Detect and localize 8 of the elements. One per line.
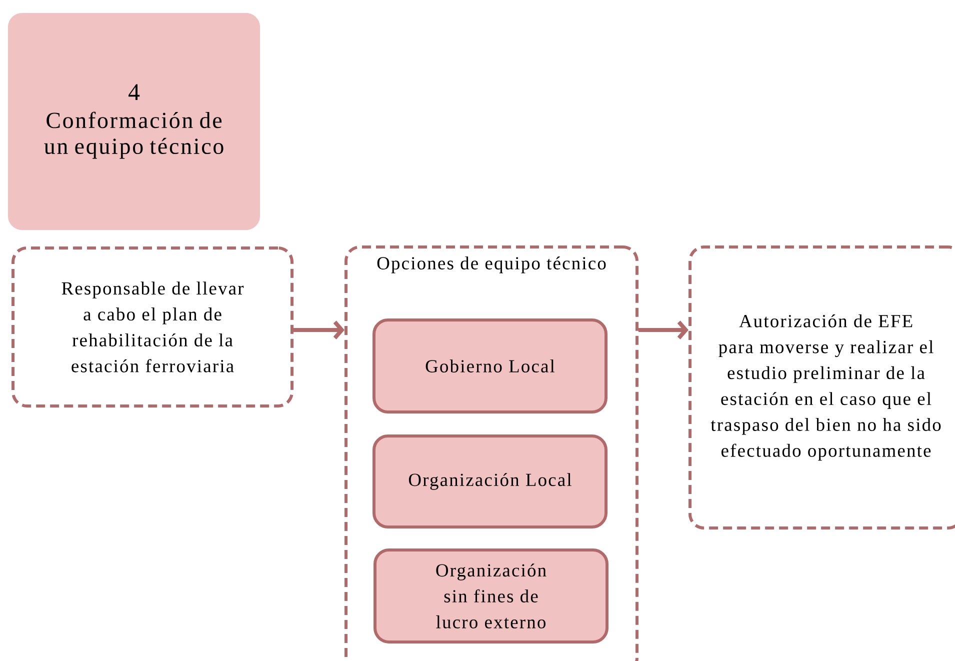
step-header-box: 4 Conformación de un equipo técnico <box>8 13 260 230</box>
arrow <box>638 320 688 340</box>
text-box: Autorización de EFE para moverse y realizar el estudio preliminar de la estación en el caso que el traspaso del bien no ha sido efectuado oportunamente <box>688 246 955 530</box>
arrow <box>294 320 344 340</box>
option-box: Gobierno Local <box>372 318 608 414</box>
text-box: Responsable de llevar a cabo el plan de rehabilitación de la estación ferroviaria <box>12 246 294 408</box>
option-box: Organización sin fines de lucro externo <box>374 548 608 644</box>
option-box: Organización Local <box>372 434 608 528</box>
